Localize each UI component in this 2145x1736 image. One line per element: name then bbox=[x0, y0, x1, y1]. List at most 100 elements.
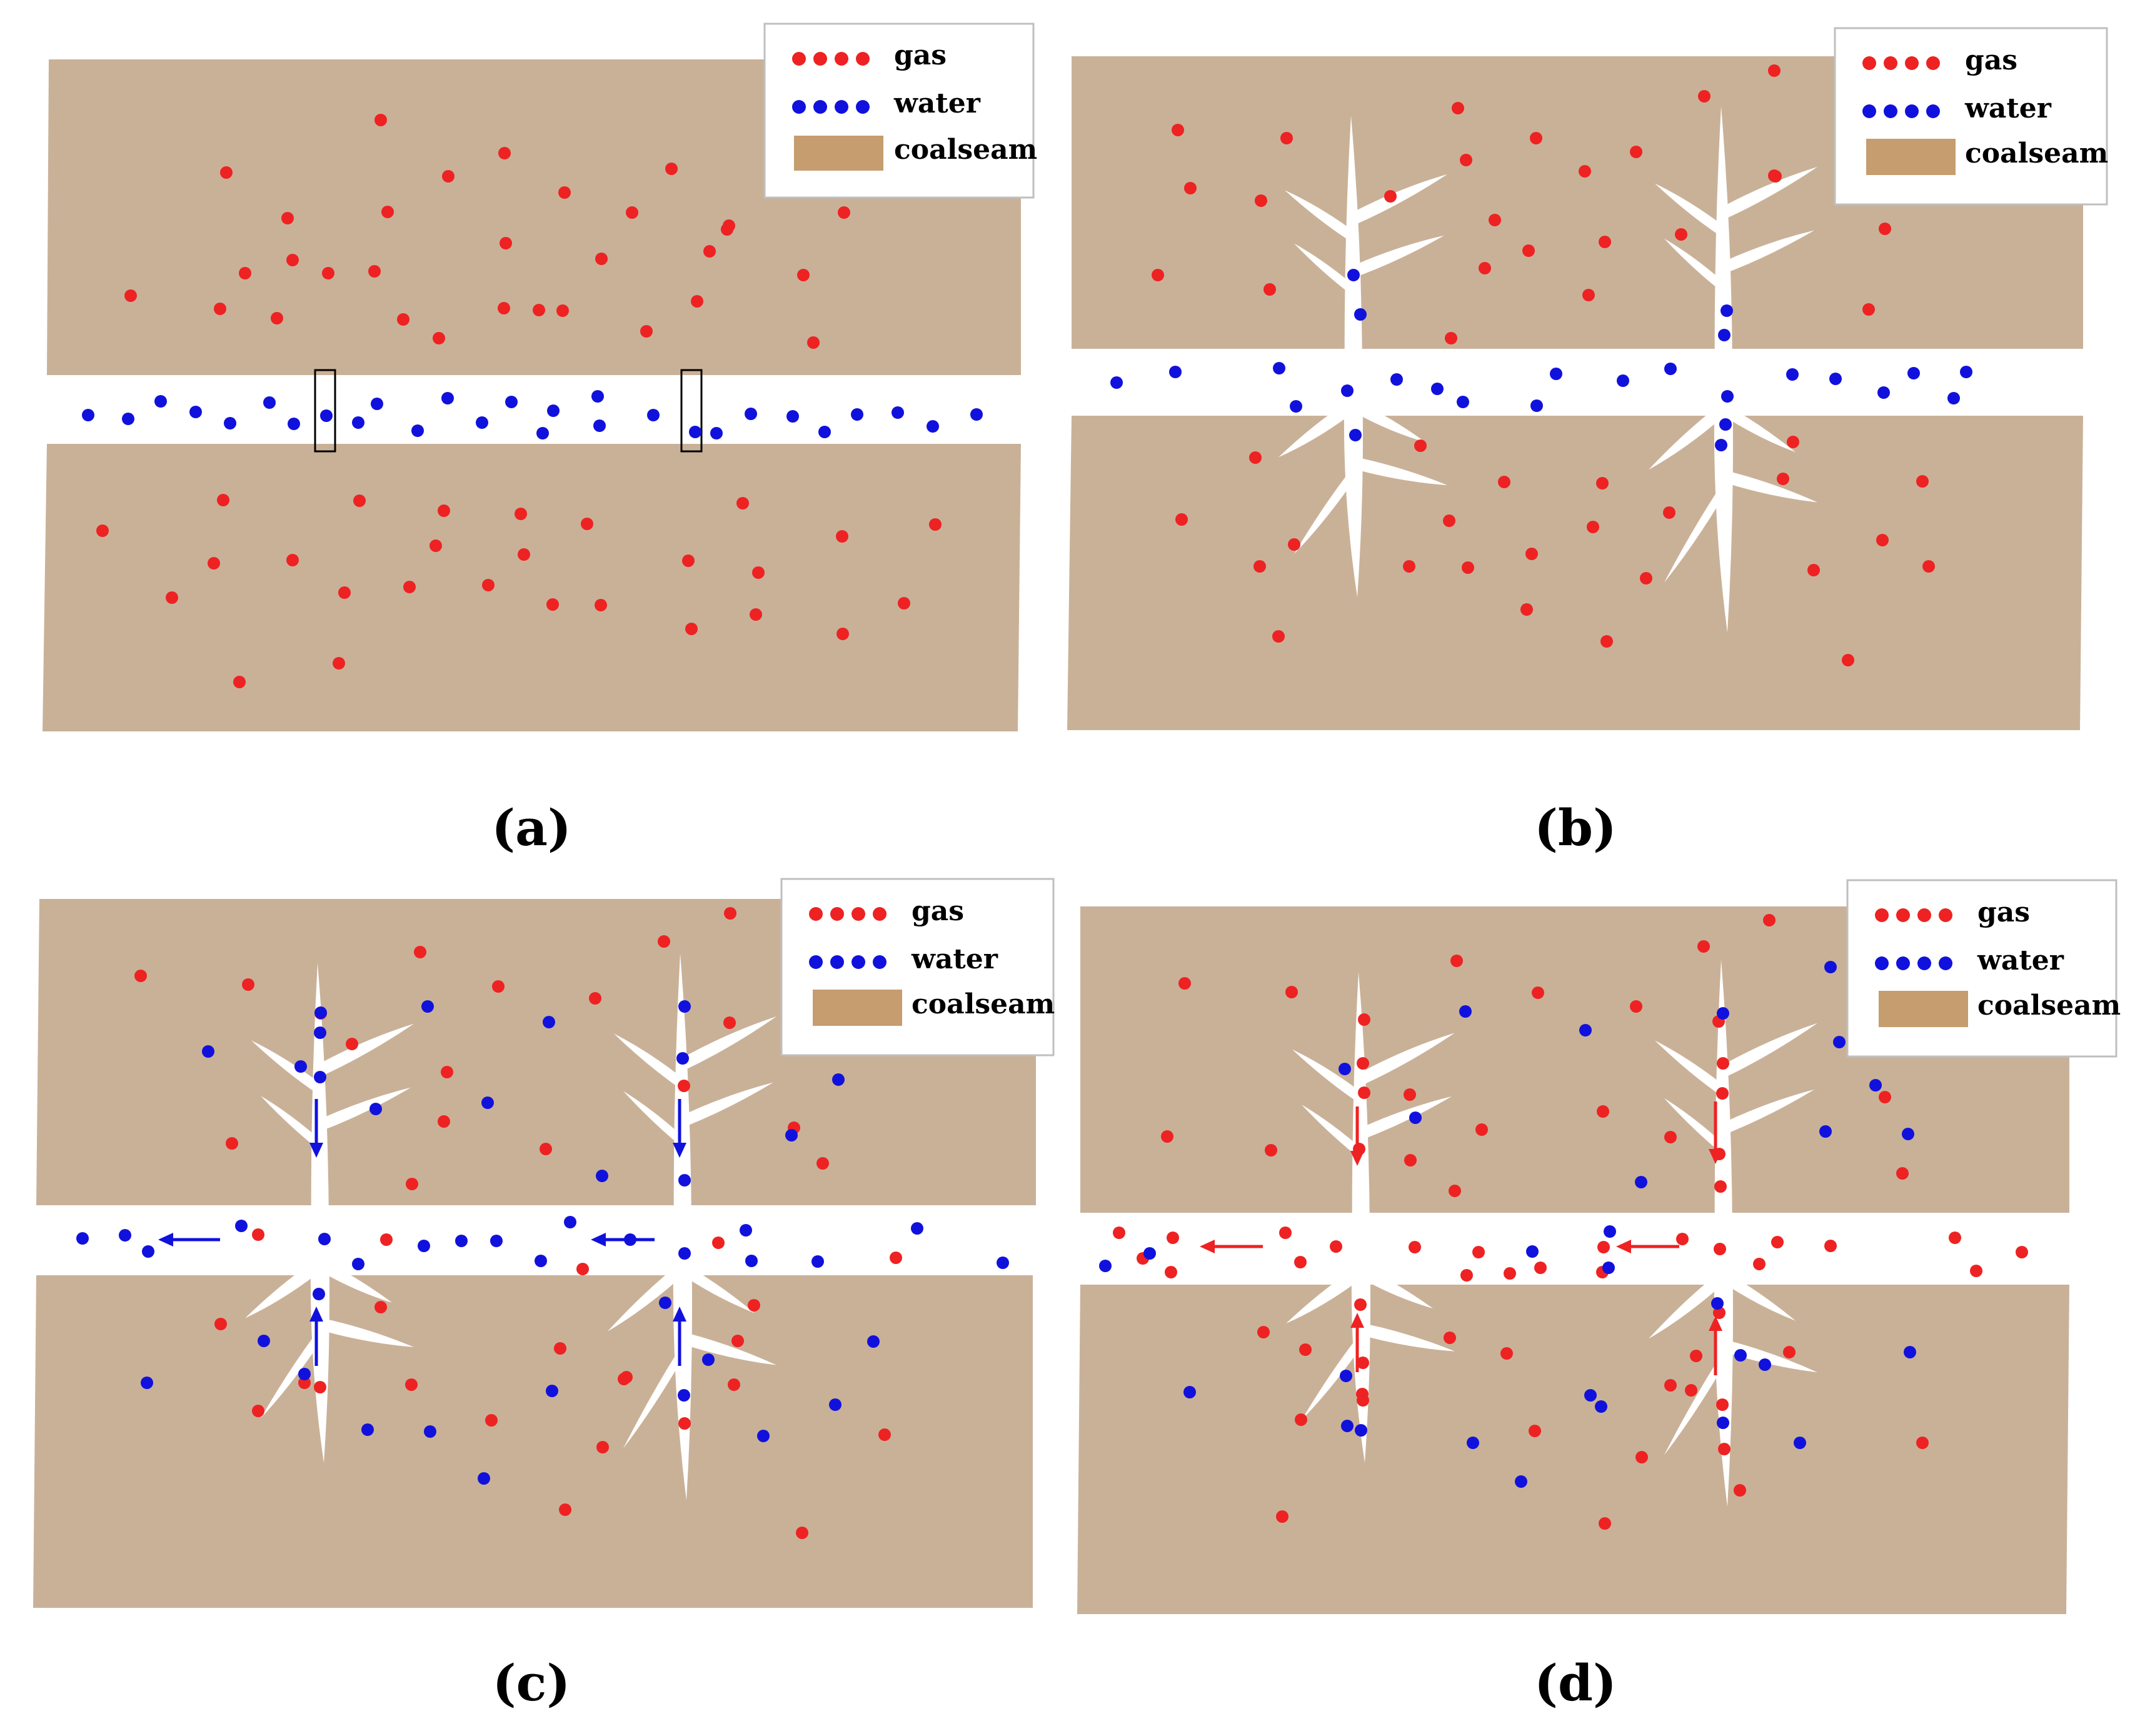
water-particle bbox=[1183, 1386, 1196, 1398]
gas-particle bbox=[838, 206, 850, 219]
water-particle bbox=[970, 408, 983, 421]
gas-particle bbox=[1253, 560, 1266, 573]
legend-dot bbox=[1875, 956, 1889, 970]
gas-particle bbox=[1460, 1269, 1473, 1282]
gas-particle bbox=[1249, 451, 1262, 464]
gas-particles bbox=[1113, 914, 2028, 1530]
gas-particle bbox=[1676, 1233, 1689, 1245]
water-particle bbox=[1717, 1007, 1729, 1020]
water-particle bbox=[689, 426, 701, 438]
gas-particle bbox=[1842, 654, 1854, 666]
water-particle bbox=[1604, 1225, 1616, 1238]
gas-particle bbox=[485, 1414, 498, 1427]
legend-water-swatch bbox=[1862, 104, 1940, 118]
water-particle bbox=[745, 408, 757, 420]
gas-particle bbox=[1285, 986, 1298, 998]
gas-particle bbox=[1255, 194, 1267, 207]
legend: gas water coalseam bbox=[1846, 879, 2121, 1058]
water-particle bbox=[76, 1232, 89, 1245]
water-particle bbox=[294, 1060, 307, 1073]
gas-particle bbox=[620, 1371, 633, 1383]
water-particle bbox=[263, 396, 276, 409]
gas-particle bbox=[1675, 228, 1687, 241]
gas-particle bbox=[1664, 1379, 1677, 1392]
water-particle bbox=[481, 1096, 494, 1109]
gas-particle bbox=[1357, 1357, 1369, 1369]
gas-particle bbox=[1579, 165, 1591, 178]
legend: gas water coalseam bbox=[763, 23, 1037, 199]
gas-particle bbox=[1685, 1384, 1697, 1397]
gas-particle bbox=[333, 657, 345, 670]
gas-particle bbox=[1763, 914, 1776, 926]
water-particles bbox=[82, 390, 983, 439]
water-particle bbox=[314, 1026, 326, 1039]
water-particle bbox=[851, 408, 863, 421]
gas-particle bbox=[750, 608, 762, 621]
gas-particle bbox=[380, 1233, 393, 1246]
water-particle bbox=[659, 1297, 671, 1309]
legend-dot bbox=[835, 100, 848, 114]
gas-particle bbox=[374, 114, 387, 126]
gas-particle bbox=[214, 1318, 227, 1330]
gas-particle bbox=[1777, 473, 1789, 485]
gas-particle bbox=[1257, 1326, 1270, 1338]
water-particle bbox=[361, 1423, 374, 1436]
water-particle bbox=[202, 1045, 214, 1058]
gas-particle bbox=[1916, 475, 1929, 488]
legend-dot bbox=[1905, 104, 1919, 118]
water-particles bbox=[76, 1000, 1009, 1485]
water-particle bbox=[142, 1245, 154, 1258]
water-particle bbox=[1431, 383, 1444, 395]
gas-particle bbox=[658, 935, 670, 948]
gas-particle bbox=[1862, 303, 1875, 316]
gas-particle bbox=[1630, 1000, 1642, 1013]
gas-particle bbox=[239, 267, 251, 279]
water-particle bbox=[829, 1398, 841, 1411]
gas-particle bbox=[438, 1115, 450, 1128]
gas-particle bbox=[226, 1137, 238, 1150]
gas-particle bbox=[500, 237, 512, 249]
gas-particle bbox=[1184, 182, 1197, 194]
water-particle bbox=[314, 1006, 327, 1019]
gas-particle bbox=[626, 206, 638, 219]
panel-d: gas water coalseam (d) bbox=[1077, 879, 2121, 1712]
gas-particle bbox=[1663, 506, 1675, 519]
gas-particle bbox=[898, 597, 910, 610]
legend-dot bbox=[851, 955, 865, 969]
water-particle bbox=[505, 396, 518, 408]
water-particle bbox=[1341, 384, 1354, 397]
water-particle bbox=[1530, 399, 1543, 412]
panel-c: gas water coalseam (c) bbox=[33, 878, 1055, 1712]
legend: gas water coalseam bbox=[1834, 27, 2108, 206]
water-particle bbox=[1273, 362, 1285, 374]
water-particle bbox=[258, 1335, 270, 1347]
water-particle bbox=[1341, 1420, 1354, 1432]
water-particle bbox=[418, 1240, 430, 1252]
water-particle bbox=[564, 1216, 576, 1228]
gas-particle bbox=[1498, 476, 1510, 488]
water-particle bbox=[785, 1129, 798, 1141]
water-particle bbox=[1759, 1358, 1771, 1371]
water-particle bbox=[1584, 1389, 1597, 1402]
gas-particle bbox=[703, 245, 716, 258]
gas-particle bbox=[1263, 283, 1276, 296]
gas-particle bbox=[441, 1066, 453, 1078]
water-particle bbox=[490, 1235, 503, 1247]
water-particle bbox=[745, 1255, 758, 1267]
gas-particle bbox=[665, 163, 678, 175]
panel-d-caption: (d) bbox=[1534, 1653, 1617, 1712]
gas-particle bbox=[1640, 572, 1652, 585]
water-particle bbox=[678, 1389, 690, 1402]
gas-particle bbox=[518, 548, 530, 561]
legend: gas water coalseam bbox=[780, 878, 1055, 1056]
gas-particle bbox=[1299, 1343, 1312, 1356]
legend-dot bbox=[1896, 956, 1910, 970]
legend-dot bbox=[1896, 908, 1910, 922]
gas-particle bbox=[1265, 1144, 1277, 1156]
gas-particle bbox=[1450, 955, 1463, 967]
gas-particle bbox=[281, 212, 294, 224]
gas-particle bbox=[1753, 1258, 1766, 1270]
gas-particle bbox=[752, 566, 765, 579]
water-particle bbox=[1721, 304, 1733, 317]
water-particles bbox=[1099, 959, 1939, 1488]
